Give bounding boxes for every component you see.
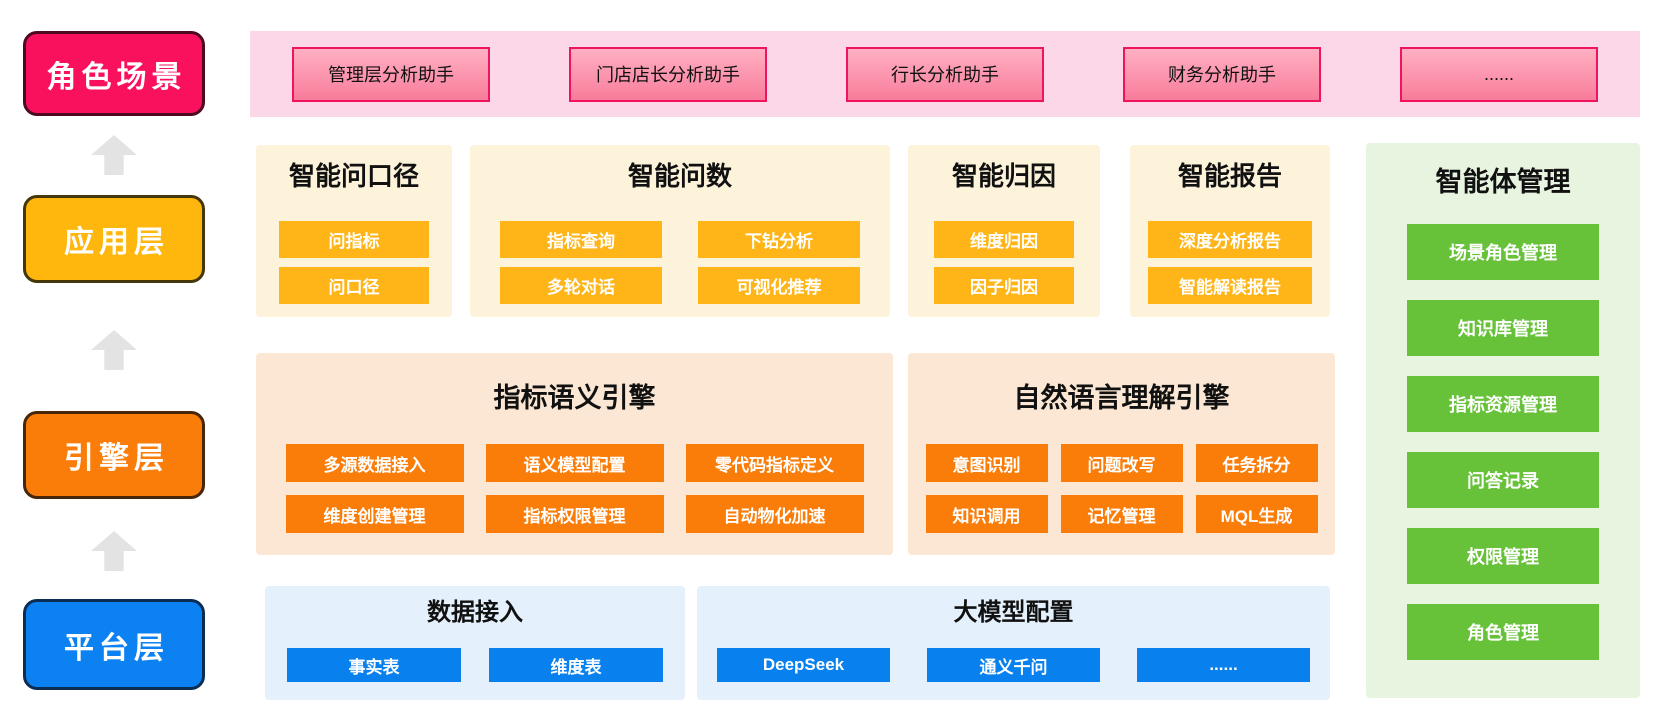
- panel-title: 数据接入: [427, 599, 523, 626]
- feature-button-group: 事实表维度表: [265, 648, 685, 682]
- feature-button: 知识调用: [925, 495, 1048, 533]
- feature-button: 零代码指标定义: [685, 444, 864, 482]
- feature-button: MQL生成: [1195, 495, 1318, 533]
- panel-title: 自然语言理解引擎: [1013, 383, 1230, 413]
- feature-button-group: 指标查询下钻分析多轮对话可视化推荐: [470, 221, 890, 304]
- feature-button: 多源数据接入: [285, 444, 464, 482]
- feature-button-group: 意图识别问题改写任务拆分知识调用记忆管理 MQL生成: [908, 444, 1335, 533]
- up-arrow-icon: [91, 330, 137, 370]
- feature-button: 因子归因: [934, 267, 1074, 304]
- feature-button: 下钻分析: [698, 221, 860, 258]
- feature-button-group: 问指标问口径: [256, 221, 452, 304]
- feature-button: 事实表: [287, 648, 461, 682]
- feature-button-group: 深度分析报告智能解读报告: [1130, 221, 1330, 304]
- feature-button: 维度归因: [934, 221, 1074, 258]
- management-button: 指标资源管理: [1407, 376, 1599, 432]
- feature-button: 智能解读报告: [1148, 267, 1312, 304]
- feature-button: 问指标: [279, 221, 429, 258]
- feature-button: 维度表: [489, 648, 663, 682]
- panel-smart-data-qa: 智能问数 指标查询下钻分析多轮对话可视化推荐: [470, 145, 890, 317]
- layer-box-role-scene: 角色场景: [23, 31, 205, 116]
- panel-smart-report: 智能报告 深度分析报告智能解读报告: [1130, 145, 1330, 317]
- feature-button-group: DeepSeek 通义千问......: [697, 648, 1330, 682]
- management-button: 权限管理: [1407, 528, 1599, 584]
- feature-button: 任务拆分: [1195, 444, 1318, 482]
- assistant-button: 财务分析助手: [1123, 46, 1321, 102]
- assistant-button: ......: [1400, 46, 1598, 102]
- management-button: 场景角色管理: [1407, 224, 1599, 280]
- feature-button: 意图识别: [925, 444, 1048, 482]
- feature-button-group: 维度归因因子归因: [908, 221, 1100, 304]
- feature-button: 通义千问: [927, 648, 1100, 682]
- management-button: 知识库管理: [1407, 300, 1599, 356]
- panel-nlu-engine: 自然语言理解引擎 意图识别问题改写任务拆分知识调用记忆管理 MQL生成: [908, 353, 1335, 555]
- feature-button: 深度分析报告: [1148, 221, 1312, 258]
- layer-box-engine: 引擎层: [23, 411, 205, 499]
- assistant-button: 门店店长分析助手: [569, 46, 767, 102]
- feature-button: 维度创建管理: [285, 495, 464, 533]
- feature-button: 指标权限管理: [485, 495, 664, 533]
- feature-button: ......: [1137, 648, 1310, 682]
- feature-button-group: 多源数据接入语义模型配置零代码指标定义维度创建管理指标权限管理自动物化加速: [256, 444, 893, 533]
- assistant-button: 管理层分析助手: [292, 46, 490, 102]
- panel-metric-semantic-engine: 指标语义引擎 多源数据接入语义模型配置零代码指标定义维度创建管理指标权限管理自动…: [256, 353, 893, 555]
- feature-button: 语义模型配置: [485, 444, 664, 482]
- panel-smart-caliber: 智能问口径 问指标问口径: [256, 145, 452, 317]
- feature-button: 问题改写: [1060, 444, 1183, 482]
- feature-button: 多轮对话: [500, 267, 662, 304]
- panel-data-access: 数据接入 事实表维度表: [265, 586, 685, 700]
- panel-title: 智能问口径: [288, 161, 419, 191]
- panel-title: 智能体管理: [1435, 167, 1571, 197]
- layer-box-application: 应用层: [23, 195, 205, 283]
- feature-button: 记忆管理: [1060, 495, 1183, 533]
- feature-button: 问口径: [279, 267, 429, 304]
- management-button-group: 场景角色管理知识库管理指标资源管理问答记录权限管理角色管理: [1366, 224, 1640, 660]
- management-button: 角色管理: [1407, 604, 1599, 660]
- panel-agent-management: 智能体管理 场景角色管理知识库管理指标资源管理问答记录权限管理角色管理: [1366, 143, 1640, 698]
- up-arrow-icon: [91, 135, 137, 175]
- layer-box-platform: 平台层: [23, 599, 205, 690]
- role-scene-band: 管理层分析助手 门店店长分析助手 行长分析助手 财务分析助手......: [250, 31, 1640, 117]
- assistant-button: 行长分析助手: [846, 46, 1044, 102]
- feature-button: 可视化推荐: [698, 267, 860, 304]
- panel-title: 智能归因: [951, 161, 1056, 191]
- panel-llm-config: 大模型配置 DeepSeek 通义千问......: [697, 586, 1330, 700]
- panel-title: 智能报告: [1177, 161, 1282, 191]
- panel-title: 智能问数: [627, 161, 732, 191]
- up-arrow-icon: [91, 531, 137, 571]
- panel-title: 指标语义引擎: [493, 383, 656, 413]
- feature-button: DeepSeek: [717, 648, 890, 682]
- panel-title: 大模型配置: [953, 599, 1074, 626]
- panel-smart-attribution: 智能归因 维度归因因子归因: [908, 145, 1100, 317]
- feature-button: 自动物化加速: [685, 495, 864, 533]
- management-button: 问答记录: [1407, 452, 1599, 508]
- feature-button: 指标查询: [500, 221, 662, 258]
